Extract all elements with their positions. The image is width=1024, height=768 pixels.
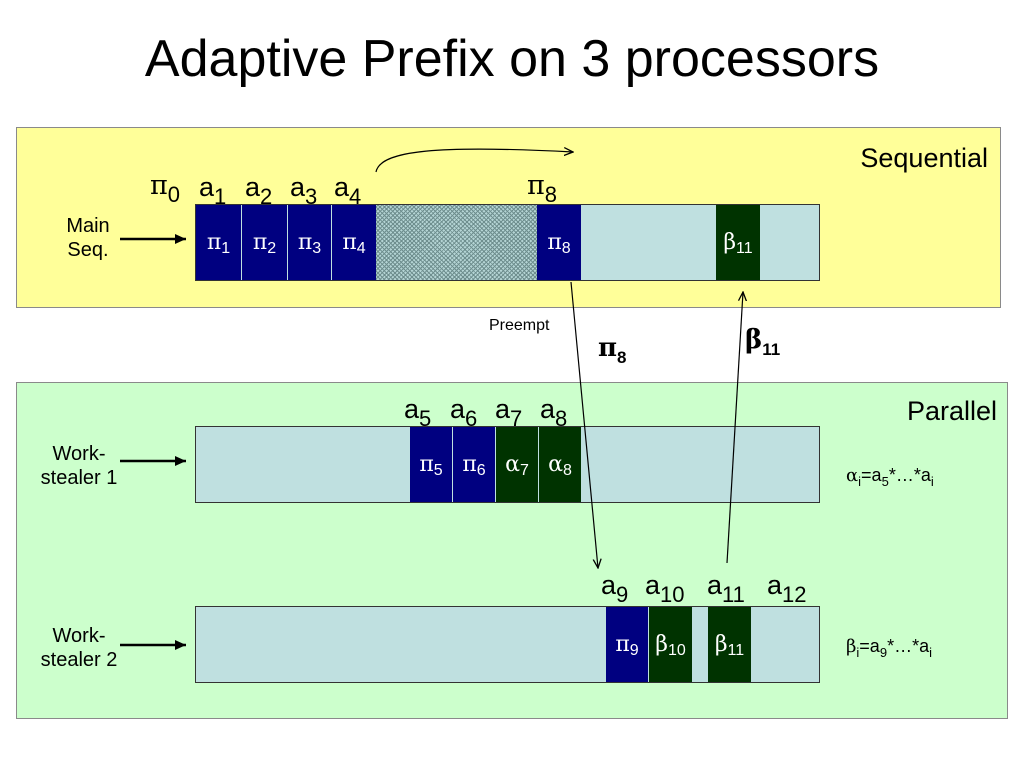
label-a2: a2: [245, 172, 273, 209]
label-a3: a3: [290, 172, 318, 209]
arrow-label-beta11: β11: [745, 325, 781, 359]
label-a9: a9: [601, 570, 629, 607]
label-a4: a4: [334, 172, 362, 209]
label-a6: a6: [450, 394, 478, 431]
label-a11: a11: [707, 570, 745, 607]
parallel-label: Parallel: [906, 396, 997, 426]
work-stealer-2-label: Work-stealer 2: [40, 625, 118, 671]
label-a10: a10: [645, 570, 685, 607]
preempt-label: Preempt: [489, 317, 550, 334]
pi8-down-arrow: [570, 281, 598, 568]
beta11-up-arrow: [726, 292, 743, 564]
preempted-hatch-region: [376, 205, 537, 280]
label-a7: a7: [495, 394, 523, 431]
arrow-label-pi8: π8: [598, 333, 627, 367]
label-a12: a12: [767, 570, 807, 607]
label-a8: a8: [540, 394, 568, 431]
label-pi0: π0: [150, 170, 180, 208]
sequential-label: Sequential: [860, 143, 988, 173]
beta-formula: βi=a9*…*ai: [846, 636, 932, 660]
label-a1: a1: [199, 172, 227, 209]
page-title: Adaptive Prefix on 3 processors: [144, 30, 880, 88]
work-stealer-1-label: Work-stealer 1: [40, 443, 118, 489]
label-a5: a5: [404, 394, 432, 431]
label-pi8: π8: [527, 170, 557, 208]
alpha-formula: αi=a5*…*ai: [846, 465, 934, 489]
jump-arrow: [375, 149, 573, 173]
